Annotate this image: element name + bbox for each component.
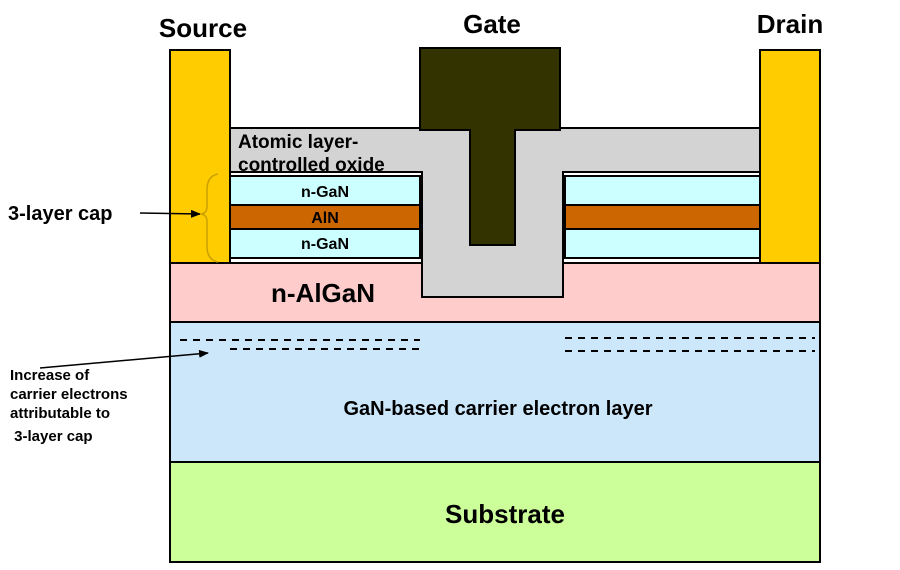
electron-note-line1: Increase of (10, 367, 90, 384)
n-algan-label: n-AlGaN (271, 278, 375, 308)
electron-layer-label: GaN-based carrier electron layer (343, 398, 652, 420)
aln-right (564, 204, 766, 230)
electron-note-line2: carrier electrons (10, 386, 128, 403)
gate-label: Gate (463, 9, 521, 39)
substrate-layer (169, 461, 821, 563)
drain-label: Drain (757, 9, 823, 39)
aln-left (229, 204, 421, 230)
substrate-label: Substrate (445, 499, 565, 529)
n-gan-bottom-label: n-GaN (301, 236, 349, 253)
electron-note-line4: 3-layer cap (10, 428, 93, 445)
oxide-label-line2: controlled oxide (238, 155, 385, 176)
cap-arrow (139, 209, 201, 218)
oxide-label-line1: Atomic layer- (238, 132, 358, 153)
cap-brace (199, 173, 219, 263)
n-gan-top-left (229, 175, 421, 206)
n-gan-top-label: n-GaN (301, 184, 349, 201)
n-gan-bottom-left (229, 228, 421, 259)
source-label: Source (159, 13, 247, 43)
electron-arrow (39, 349, 209, 369)
electron-dashes-left (180, 339, 425, 350)
n-gan-top-right (564, 175, 766, 206)
source-contact (169, 49, 231, 264)
n-gan-bottom-right (564, 228, 766, 259)
drain-contact (759, 49, 821, 264)
electron-note-line3: attributable to (10, 405, 110, 422)
gate-metal (419, 47, 561, 246)
aln-label: AlN (311, 210, 339, 227)
cap-label: 3-layer cap (8, 203, 113, 225)
electron-dashes-right (565, 337, 815, 352)
electron-layer (169, 321, 821, 463)
